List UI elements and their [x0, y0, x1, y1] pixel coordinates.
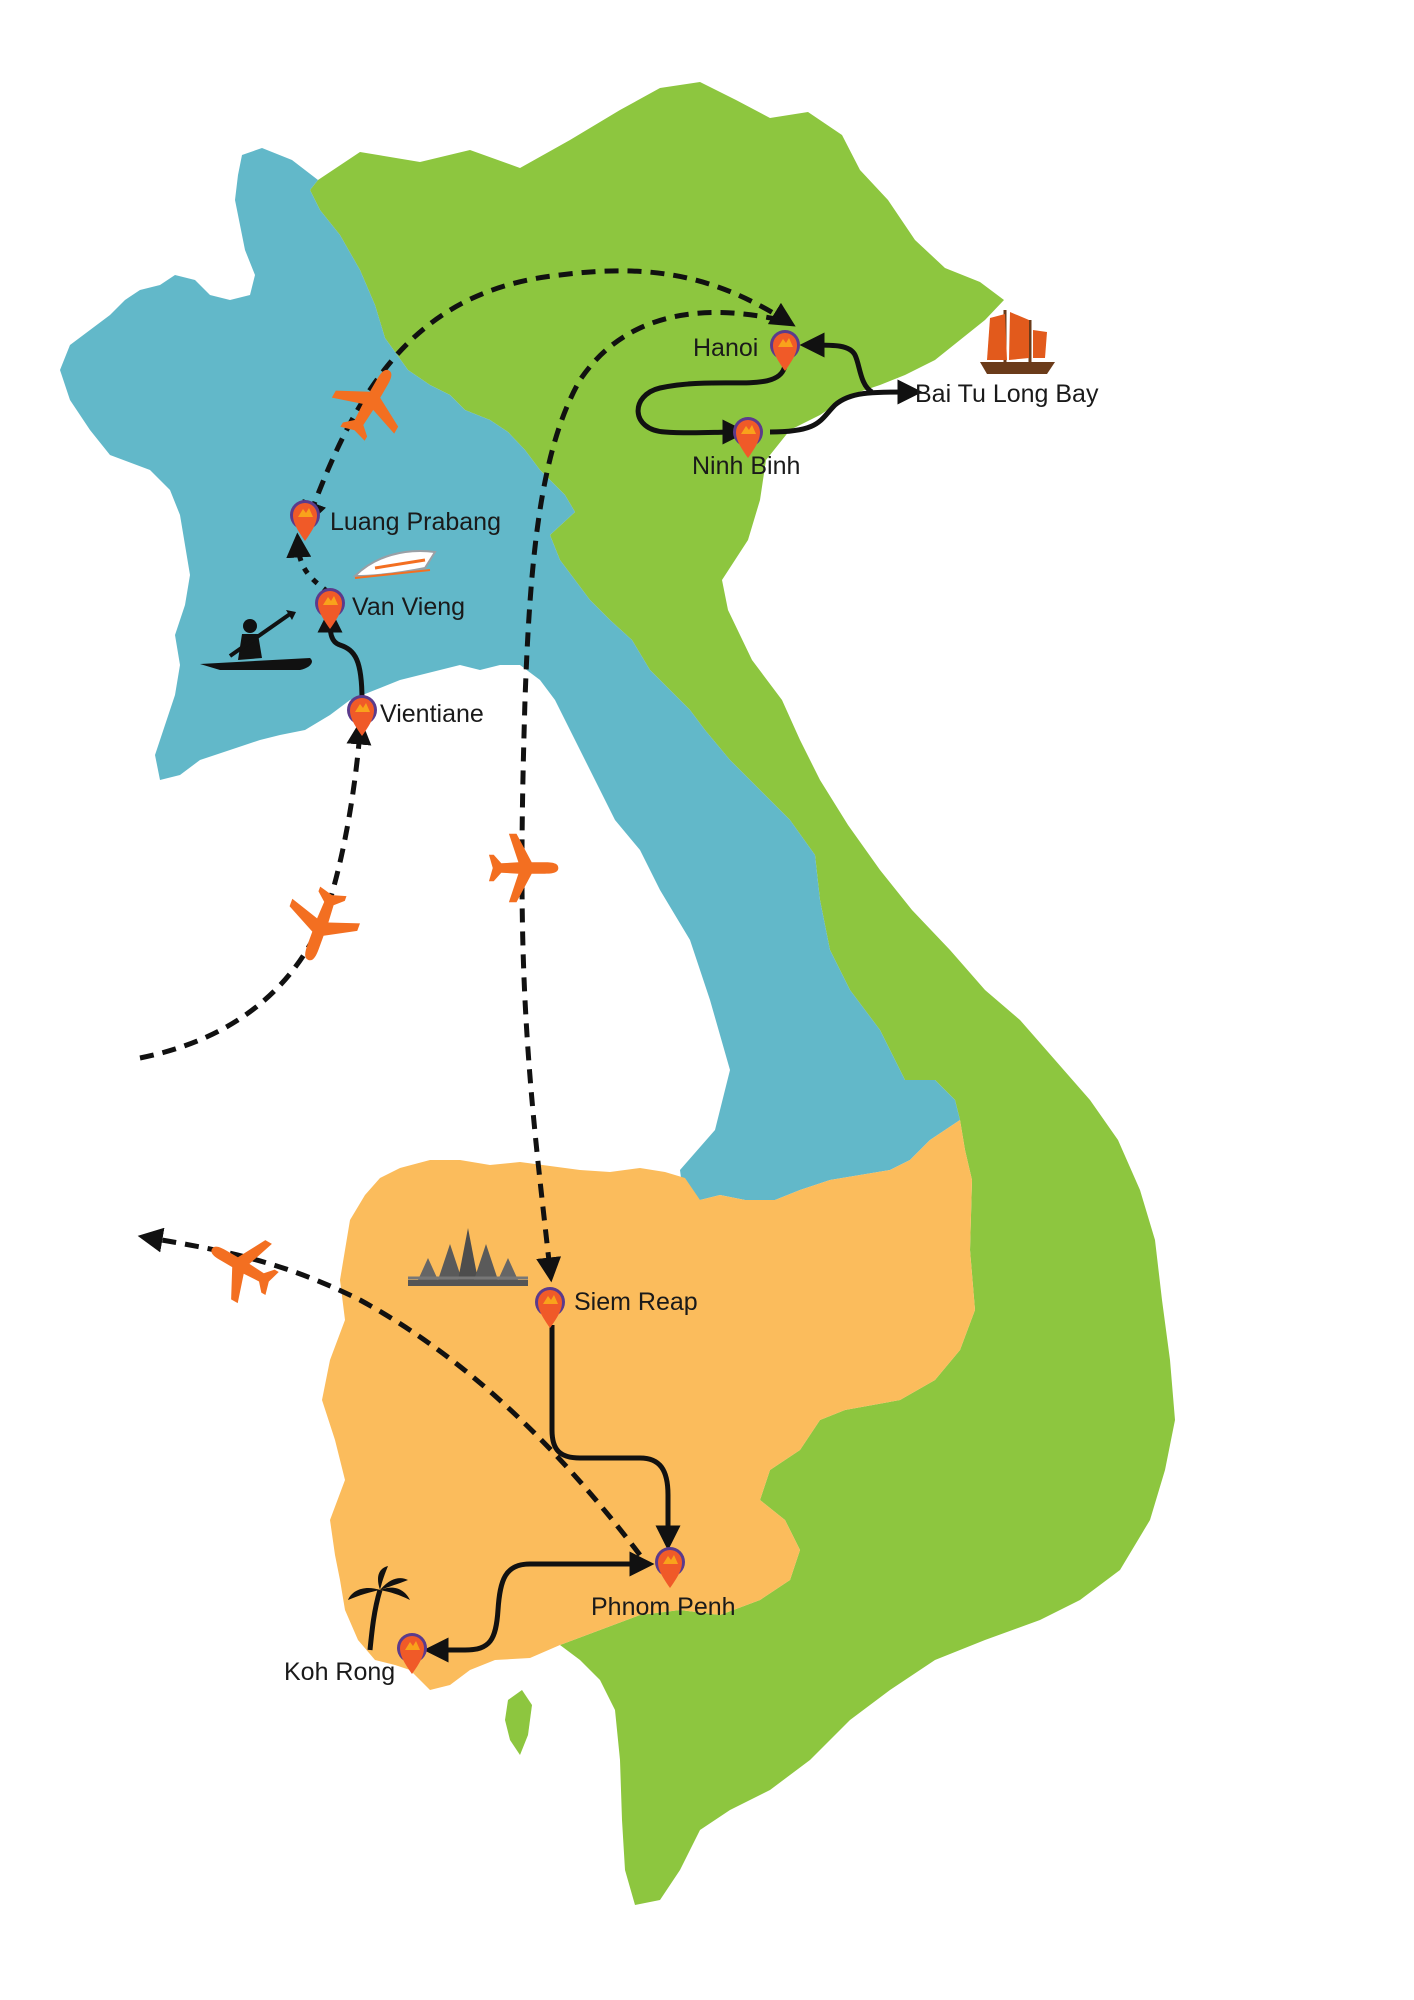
city-label-siem-reap: Siem Reap — [574, 1288, 698, 1316]
city-label-luang-prabang: Luang Prabang — [330, 508, 501, 536]
route-siem-reap-phnom-penh — [549, 1325, 681, 1551]
junk-boat-icon — [980, 310, 1055, 374]
route-ninh-binh-bai-tu-long — [769, 379, 923, 435]
city-label-bai-tu-long-bay: Bai Tu Long Bay — [915, 380, 1099, 408]
route-vientiane-van-vieng — [317, 607, 365, 701]
route-phnom-penh-departure — [137, 1227, 642, 1557]
plane-icon — [274, 879, 368, 973]
phu-quoc-island — [505, 1690, 532, 1755]
laos-region — [60, 148, 960, 1210]
kayak-icon — [200, 610, 312, 670]
route-phnom-penh-koh-rong — [423, 1551, 655, 1663]
palm-tree-icon — [348, 1566, 410, 1651]
city-label-vientiane: Vientiane — [380, 700, 484, 728]
city-label-hanoi: Hanoi — [693, 334, 758, 362]
city-label-koh-rong: Koh Rong — [284, 1658, 395, 1686]
route-van-vieng-luang-prabang — [286, 532, 340, 604]
route-bai-tu-long-hanoi — [799, 332, 874, 395]
route-hanoi-siem-reap — [519, 310, 781, 1283]
city-label-phnom-penh: Phnom Penh — [591, 1593, 736, 1621]
vietnam-region — [310, 82, 1175, 1905]
route-hanoi-luang-prabang — [302, 268, 796, 527]
city-label-ninh-binh: Ninh Binh — [692, 452, 800, 480]
route-hanoi-ninh-binh — [635, 364, 788, 445]
route-arrival-vientiane — [139, 719, 372, 1061]
city-label-van-vieng: Van Vieng — [352, 593, 465, 621]
pin-marker-vientiane[interactable] — [347, 695, 377, 736]
temple-icon — [408, 1228, 528, 1286]
train-icon — [352, 550, 437, 579]
